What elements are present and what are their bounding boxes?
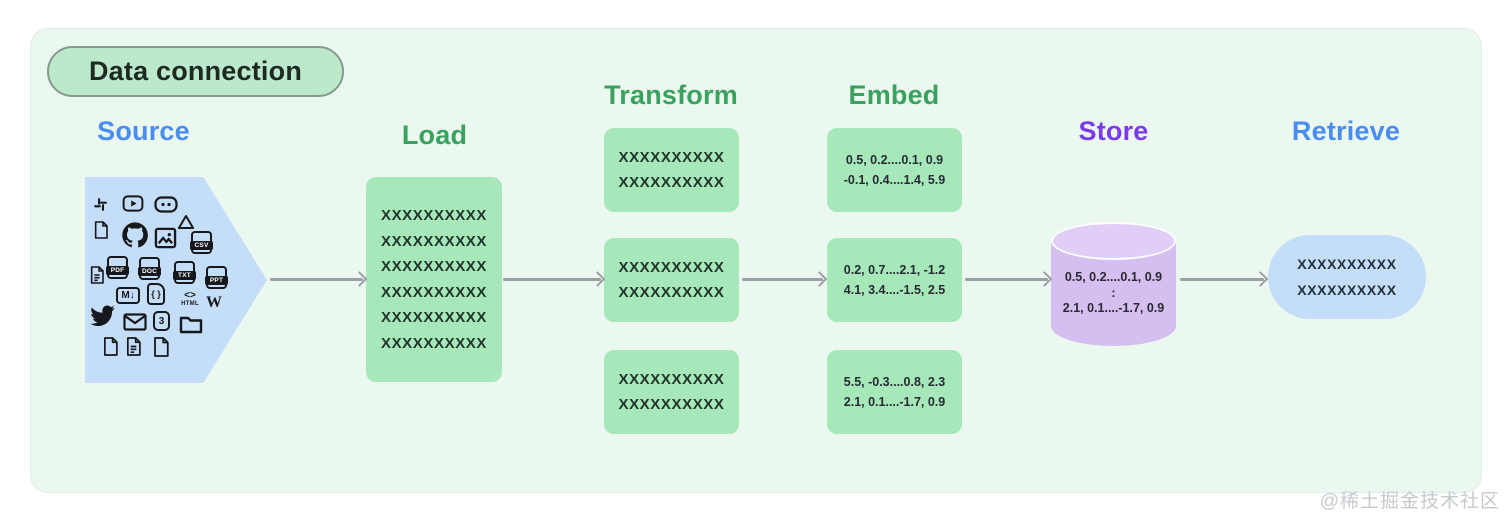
transform-box-line: XXXXXXXXXX bbox=[618, 174, 725, 191]
image-icon bbox=[154, 227, 177, 249]
embed-vector-line: 0.2, 0.7....2.1, -1.2 bbox=[843, 262, 946, 277]
file-text-icon bbox=[89, 265, 105, 285]
embed-box-1: 0.5, 0.2....0.1, 0.9 -0.1, 0.4....1.4, 5… bbox=[827, 128, 962, 212]
transform-box-line: XXXXXXXXXX bbox=[618, 370, 725, 388]
load-box-line: XXXXXXXXXX bbox=[380, 207, 488, 224]
google-drive-icon bbox=[177, 214, 195, 230]
load-box-line: XXXXXXXXXX bbox=[380, 258, 488, 275]
transform-box-line: XXXXXXXXXX bbox=[618, 148, 725, 166]
embed-box-2: 0.2, 0.7....2.1, -1.2 4.1, 3.4....-1.5, … bbox=[827, 238, 962, 322]
transform-box-line: XXXXXXXXXX bbox=[618, 396, 725, 413]
youtube-icon bbox=[122, 195, 144, 212]
file-text-icon bbox=[125, 336, 142, 357]
arrow-source-to-load bbox=[270, 278, 363, 281]
twitter-icon bbox=[89, 305, 116, 327]
csv-file-icon: CSV bbox=[190, 231, 213, 254]
store-database-cylinder: 0.5, 0.2....0.1, 0.9 : 2.1, 0.1....-1.7,… bbox=[1051, 222, 1176, 346]
store-title: Store bbox=[1078, 116, 1149, 146]
retrieve-title: Retrieve bbox=[1291, 116, 1401, 146]
load-title: Load bbox=[401, 120, 468, 150]
embed-vector-line: 0.5, 0.2....0.1, 0.9 bbox=[845, 152, 944, 167]
store-vector-line: 2.1, 0.1....-1.7, 0.9 bbox=[1062, 301, 1165, 315]
transform-box-line: XXXXXXXXXX bbox=[618, 284, 725, 301]
html-icon: <> HTML bbox=[179, 289, 201, 308]
retrieve-box-line: XXXXXXXXXX bbox=[1297, 282, 1397, 298]
doc-file-icon: DOC bbox=[138, 257, 161, 280]
load-box-line: XXXXXXXXXX bbox=[380, 309, 488, 326]
folder-icon bbox=[179, 314, 203, 334]
data-connection-badge-label: Data connection bbox=[88, 56, 303, 86]
embed-vector-line: 2.1, 0.1....-1.7, 0.9 bbox=[843, 395, 946, 409]
file-icon bbox=[152, 336, 170, 358]
embed-vector-line: 5.5, -0.3....0.8, 2.3 bbox=[843, 374, 946, 389]
transform-box-3: XXXXXXXXXX XXXXXXXXXX bbox=[604, 350, 739, 434]
store-database-text: 0.5, 0.2....0.1, 0.9 : 2.1, 0.1....-1.7,… bbox=[1051, 270, 1176, 317]
transform-box-2: XXXXXXXXXX XXXXXXXXXX bbox=[604, 238, 739, 322]
transform-box-line: XXXXXXXXXX bbox=[618, 258, 725, 276]
pdf-file-icon-label: PDF bbox=[106, 266, 129, 276]
wikipedia-icon: W bbox=[206, 293, 222, 311]
transform-box-1: XXXXXXXXXX XXXXXXXXXX bbox=[604, 128, 739, 212]
transform-title: Transform bbox=[604, 80, 738, 110]
store-database-lid bbox=[1051, 222, 1176, 260]
retrieve-box: XXXXXXXXXX XXXXXXXXXX bbox=[1268, 235, 1426, 319]
txt-file-icon: TXT bbox=[173, 261, 196, 284]
load-box-line: XXXXXXXXXX bbox=[380, 232, 488, 250]
doc-file-icon-label: DOC bbox=[138, 267, 161, 277]
csv-file-icon-label: CSV bbox=[190, 241, 213, 251]
code-file-icon: { } bbox=[147, 283, 165, 305]
file-icon bbox=[93, 220, 109, 240]
slack-icon bbox=[92, 196, 109, 213]
markdown-icon: M↓ bbox=[116, 287, 140, 304]
embed-title: Embed bbox=[848, 80, 940, 110]
github-icon bbox=[120, 220, 150, 250]
retrieve-box-line: XXXXXXXXXX bbox=[1297, 256, 1397, 272]
ppt-file-icon-label: PPT bbox=[205, 276, 228, 286]
discord-icon bbox=[154, 196, 178, 213]
diagram-panel bbox=[30, 28, 1482, 493]
embed-box-3: 5.5, -0.3....0.8, 2.3 2.1, 0.1....-1.7, … bbox=[827, 350, 962, 434]
arrow-store-to-retrieve bbox=[1180, 278, 1264, 281]
source-title: Source bbox=[97, 116, 190, 146]
pdf-file-icon: PDF bbox=[106, 256, 129, 279]
txt-file-icon-label: TXT bbox=[173, 271, 196, 281]
arrow-load-to-transform bbox=[503, 278, 601, 281]
arrow-embed-to-store bbox=[965, 278, 1048, 281]
embed-vector-line: -0.1, 0.4....1.4, 5.9 bbox=[843, 173, 946, 187]
load-box: XXXXXXXXXX XXXXXXXXXX XXXXXXXXXX XXXXXXX… bbox=[366, 177, 502, 382]
load-box-line: XXXXXXXXXX bbox=[380, 283, 488, 301]
store-vector-line: 0.5, 0.2....0.1, 0.9 bbox=[1064, 270, 1163, 284]
embed-vector-line: 4.1, 3.4....-1.5, 2.5 bbox=[843, 283, 946, 297]
load-box-line: XXXXXXXXXX bbox=[380, 334, 488, 352]
ppt-file-icon: PPT bbox=[205, 266, 228, 289]
file-icon bbox=[102, 336, 119, 357]
data-connection-badge: Data connection bbox=[47, 46, 344, 97]
store-vector-ellipsis: : bbox=[1111, 285, 1116, 300]
arrow-transform-to-embed bbox=[742, 278, 823, 281]
envelope-icon bbox=[123, 313, 147, 331]
watermark: @稀土掘金技术社区 bbox=[1319, 491, 1500, 512]
html-icon-label: HTML bbox=[181, 300, 199, 307]
html-icon-glyph: <> bbox=[184, 289, 196, 301]
css3-icon: 3 bbox=[153, 311, 170, 331]
